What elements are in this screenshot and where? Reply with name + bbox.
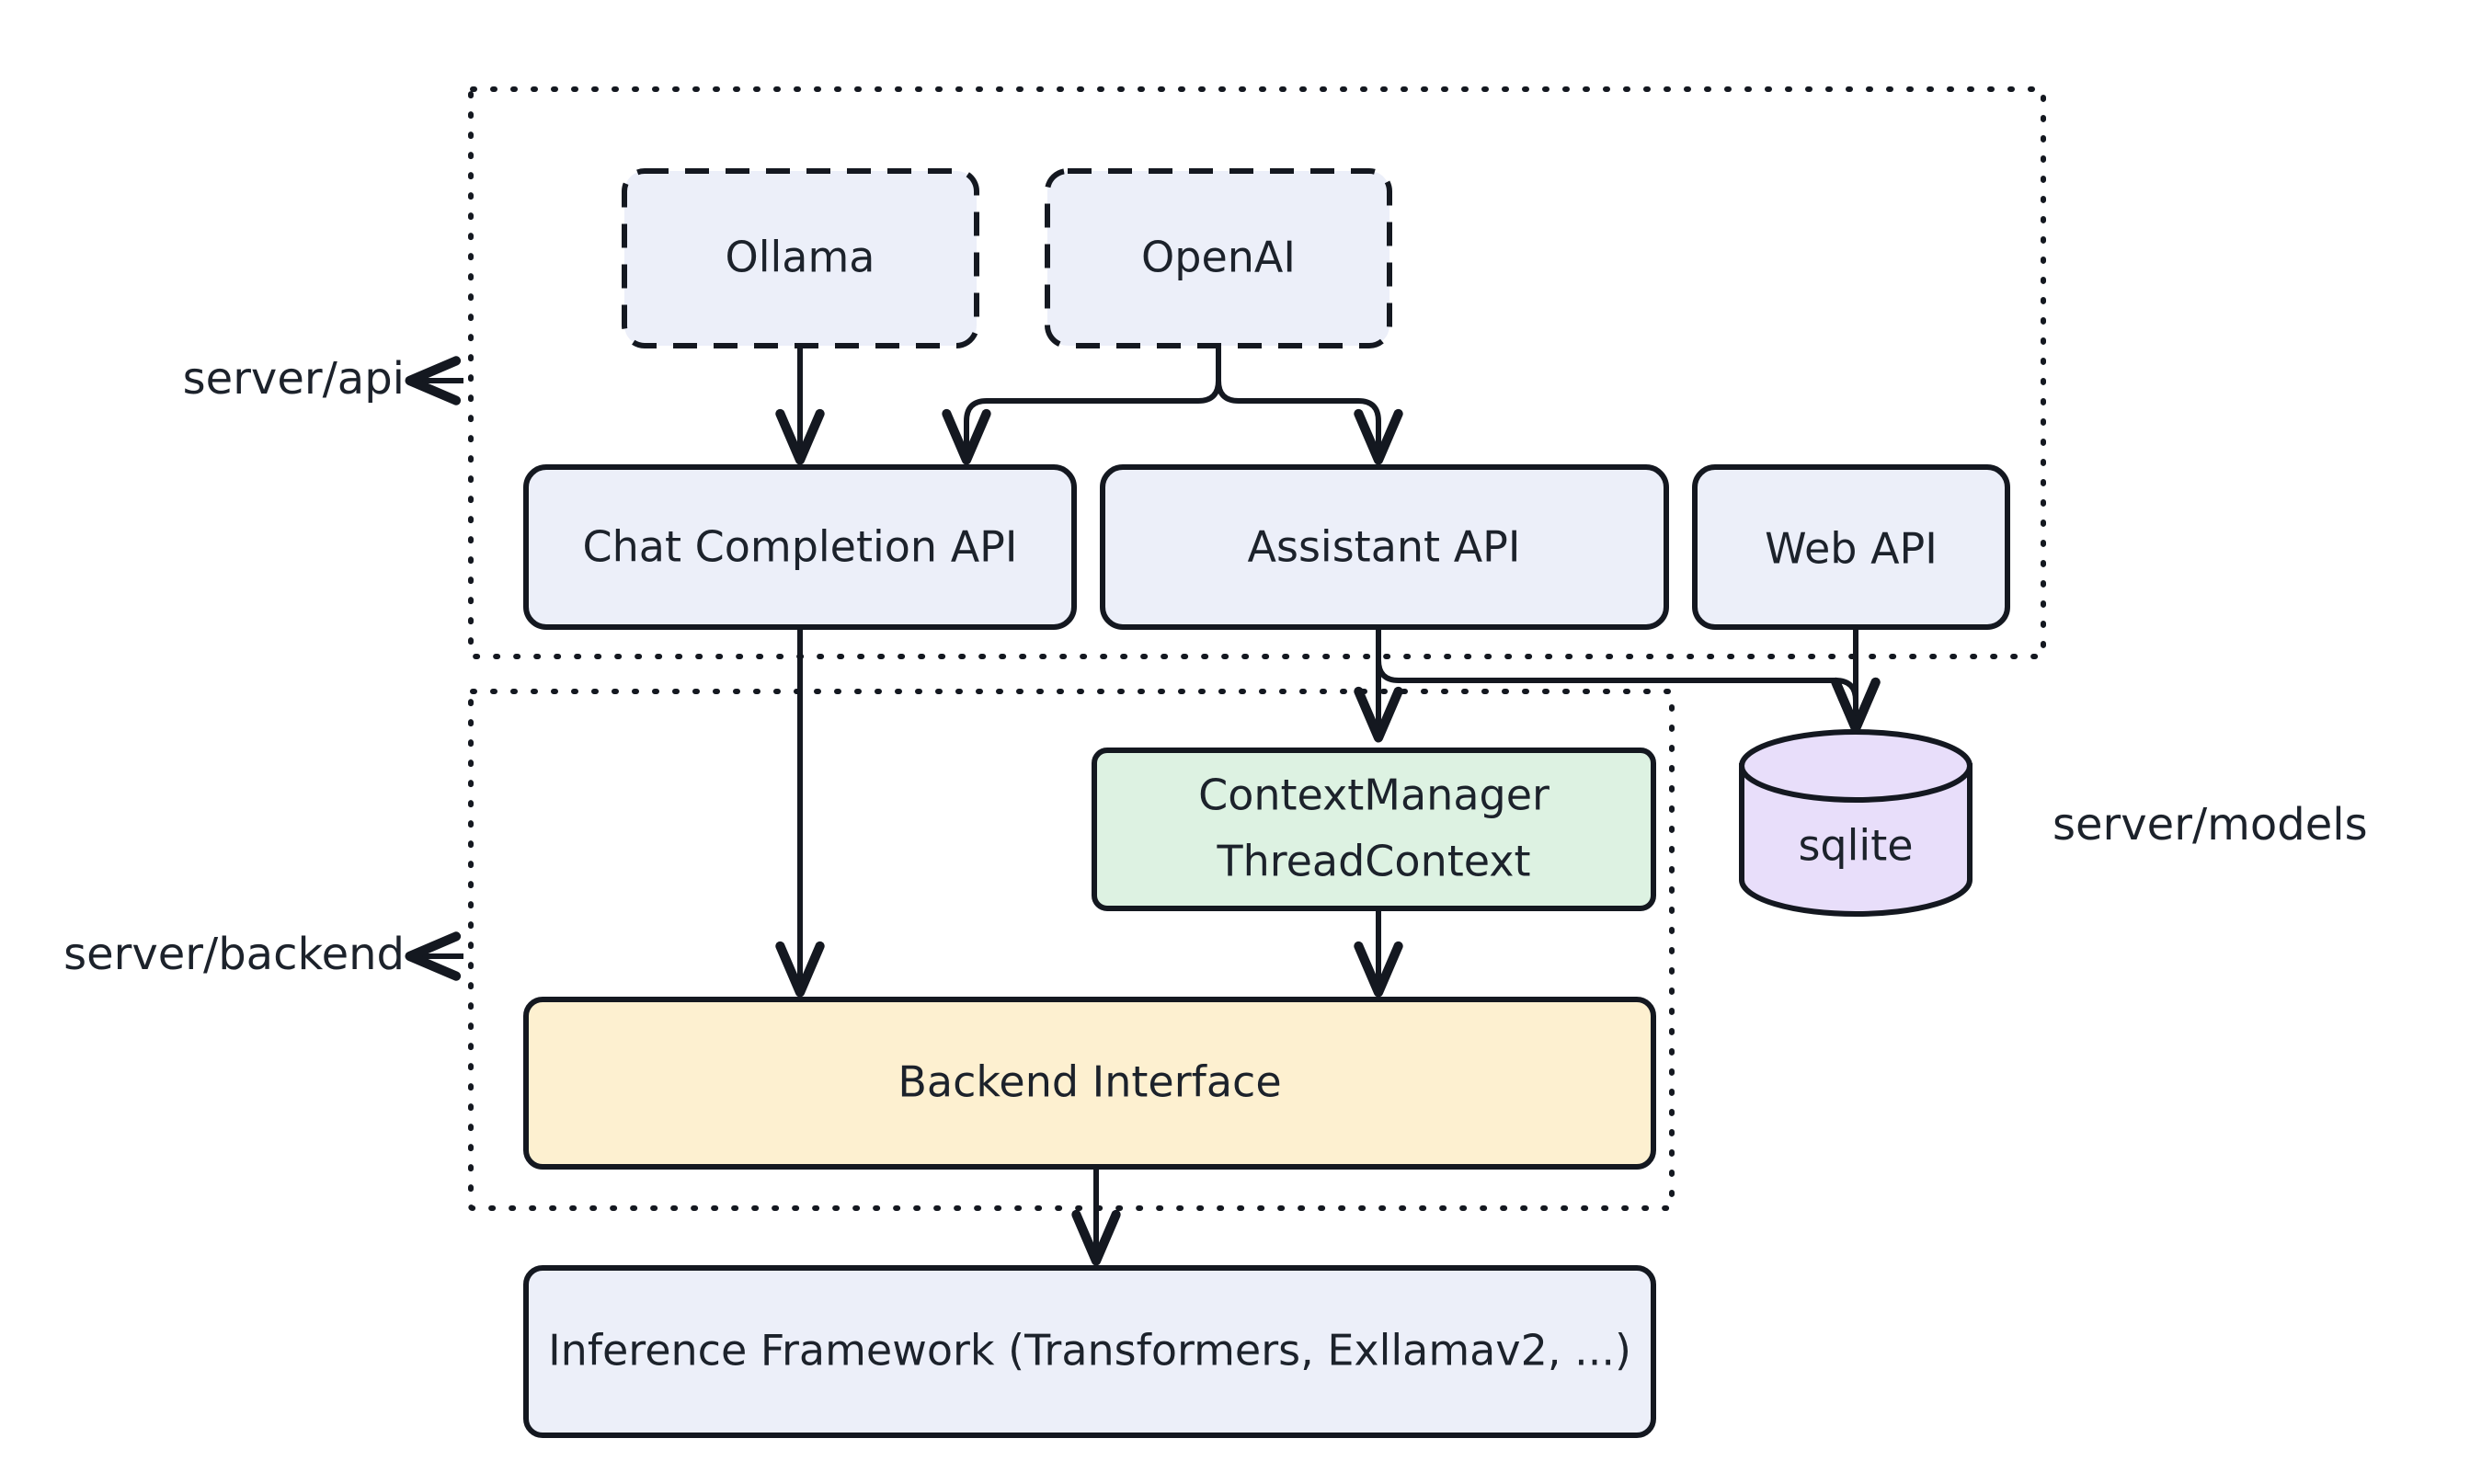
group-label-server-backend: server/backend xyxy=(63,929,405,980)
edge-assistant-api-to-sqlite xyxy=(1376,627,1881,734)
node-chat-completion-api-shape xyxy=(523,464,1077,630)
node-sqlite-top xyxy=(1739,729,1973,803)
node-backend-interface-shape xyxy=(523,997,1656,1170)
node-sqlite-body xyxy=(1739,763,1973,917)
node-backend-interface-label: Backend Interface xyxy=(898,1057,1281,1107)
node-ollama-shape xyxy=(622,168,979,348)
group-label-server-models: server/models xyxy=(2053,799,2368,850)
node-web-api[interactable]: Web API xyxy=(1692,464,2010,630)
node-context-manager-shape xyxy=(1092,748,1656,911)
node-openai-shape xyxy=(1045,168,1392,348)
node-web-api-label: Web API xyxy=(1765,524,1938,574)
node-assistant-api[interactable]: Assistant API xyxy=(1100,464,1669,630)
node-sqlite[interactable]: sqlite xyxy=(1739,729,1973,917)
edge-openai-to-assistant-api xyxy=(1216,346,1403,465)
node-backend-interface[interactable]: Backend Interface xyxy=(523,997,1656,1170)
node-sqlite-label: sqlite xyxy=(1798,821,1913,871)
node-chat-completion-api-label: Chat Completion API xyxy=(583,522,1018,572)
node-assistant-api-label: Assistant API xyxy=(1248,522,1521,572)
group-label-server-api: server/api xyxy=(183,353,405,405)
node-inference-framework-shape xyxy=(523,1265,1656,1438)
node-openai[interactable]: OpenAI xyxy=(1045,168,1392,348)
node-ollama-label: Ollama xyxy=(726,233,875,282)
node-web-api-shape xyxy=(1692,464,2010,630)
node-context-manager-label-line2: ThreadContext xyxy=(1216,837,1530,886)
node-assistant-api-shape xyxy=(1100,464,1669,630)
node-inference-framework[interactable]: Inference Framework (Transformers, Exlla… xyxy=(523,1265,1656,1438)
node-ollama[interactable]: Ollama xyxy=(622,168,979,348)
node-chat-completion-api[interactable]: Chat Completion API xyxy=(523,464,1077,630)
node-context-manager[interactable]: ContextManager ThreadContext xyxy=(1092,748,1656,911)
edge-openai-to-chat-completion-api xyxy=(942,346,1221,465)
node-openai-label: OpenAI xyxy=(1141,233,1296,282)
node-inference-framework-label: Inference Framework (Transformers, Exlla… xyxy=(548,1326,1631,1376)
group-server-backend xyxy=(468,689,1675,1211)
node-context-manager-label-line1: ContextManager xyxy=(1198,771,1549,820)
